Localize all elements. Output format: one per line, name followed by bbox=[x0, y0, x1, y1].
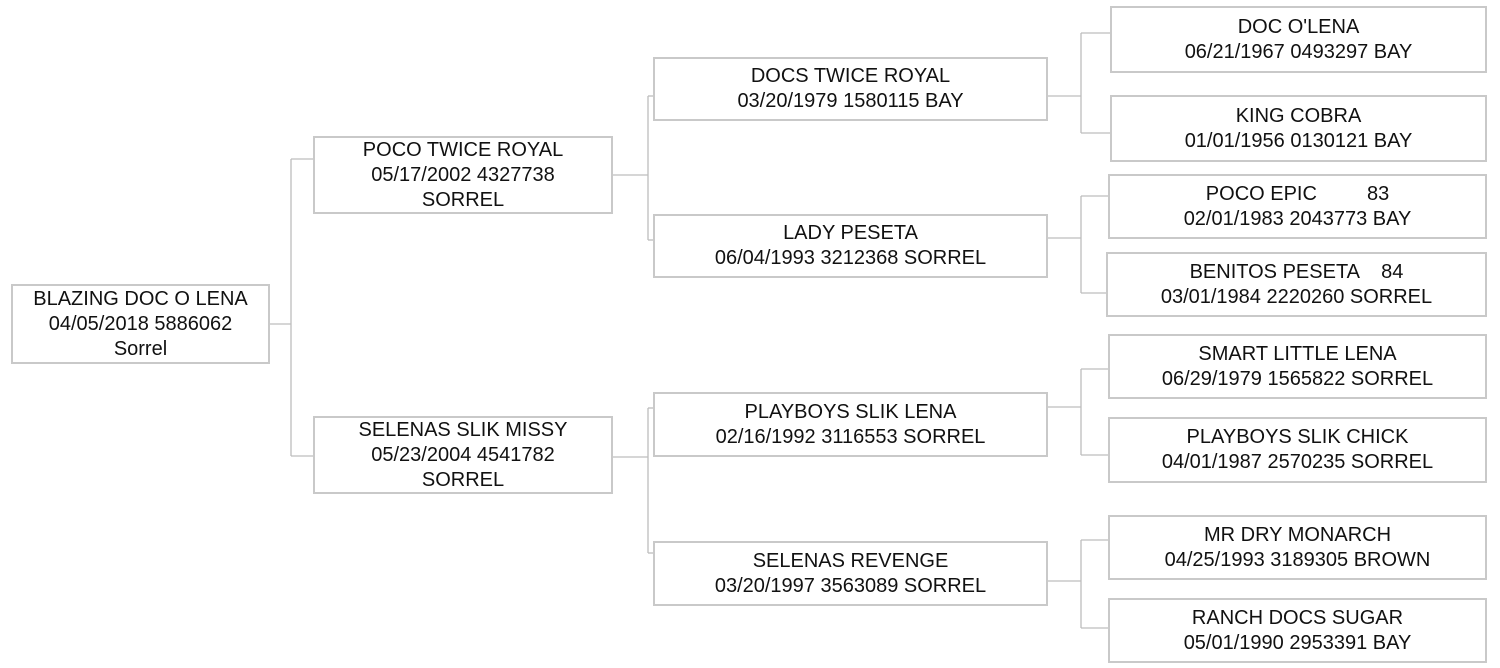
sire-dam-dam-box: BENITOS PESETA 84 03/01/1984 2220260 SOR… bbox=[1106, 252, 1487, 317]
sire-dam-sire-box: POCO EPIC 83 02/01/1983 2043773 BAY bbox=[1108, 174, 1487, 239]
horse-name: DOCS TWICE ROYAL bbox=[750, 65, 951, 87]
horse-color: Sorrel bbox=[113, 337, 168, 360]
dam-sire-sire-box: SMART LITTLE LENA 06/29/1979 1565822 SOR… bbox=[1108, 334, 1487, 399]
horse-name: PLAYBOYS SLIK LENA bbox=[744, 400, 957, 423]
dam-sire-dam-box: PLAYBOYS SLIK CHICK 04/01/1987 2570235 S… bbox=[1108, 417, 1487, 483]
horse-name: MR DRY MONARCH bbox=[1203, 523, 1392, 546]
horse-name: BENITOS PESETA 84 bbox=[1189, 260, 1404, 283]
horse-details: 04/25/1993 3189305 BROWN bbox=[1164, 548, 1431, 571]
horse-name: POCO EPIC 83 bbox=[1205, 182, 1390, 205]
sire-sire-sire-box: DOC O'LENA 06/21/1967 0493297 BAY bbox=[1110, 6, 1487, 73]
horse-birth-reg: 05/17/2002 4327738 bbox=[371, 163, 555, 186]
horse-name: PLAYBOYS SLIK CHICK bbox=[1186, 426, 1409, 448]
horse-details: 06/21/1967 0493297 BAY bbox=[1184, 40, 1413, 63]
horse-details: 04/01/1987 2570235 SORREL bbox=[1161, 451, 1434, 473]
subject-horse-box: BLAZING DOC O LENA 04/05/2018 5886062 So… bbox=[11, 284, 270, 364]
horse-details: 03/01/1984 2220260 SORREL bbox=[1160, 285, 1433, 308]
horse-details: 02/16/1992 3116553 SORREL bbox=[715, 425, 986, 448]
dam-dam-dam-box: RANCH DOCS SUGAR 05/01/1990 2953391 BAY bbox=[1108, 598, 1487, 663]
horse-color: SORREL bbox=[421, 188, 505, 211]
horse-details: 05/01/1990 2953391 BAY bbox=[1183, 631, 1412, 654]
horse-details: 06/04/1993 3212368 SORREL bbox=[714, 247, 987, 269]
sire-sire-dam-box: KING COBRA 01/01/1956 0130121 BAY bbox=[1110, 95, 1487, 162]
horse-name: SELENAS SLIK MISSY bbox=[358, 418, 568, 441]
sire-box: POCO TWICE ROYAL 05/17/2002 4327738 SORR… bbox=[313, 136, 613, 214]
horse-name: BLAZING DOC O LENA bbox=[33, 287, 248, 310]
horse-details: 02/01/1983 2043773 BAY bbox=[1183, 207, 1412, 230]
sire-sire-box: DOCS TWICE ROYAL 03/20/1979 1580115 BAY bbox=[653, 57, 1048, 121]
horse-details: 06/29/1979 1565822 SORREL bbox=[1161, 367, 1434, 390]
horse-name: POCO TWICE ROYAL bbox=[362, 138, 564, 161]
horse-name: RANCH DOCS SUGAR bbox=[1191, 606, 1404, 629]
horse-color: SORREL bbox=[421, 468, 505, 491]
horse-name: SMART LITTLE LENA bbox=[1198, 342, 1397, 365]
horse-details: 03/20/1997 3563089 SORREL bbox=[714, 574, 987, 597]
dam-dam-box: SELENAS REVENGE 03/20/1997 3563089 SORRE… bbox=[653, 541, 1048, 606]
dam-sire-box: PLAYBOYS SLIK LENA 02/16/1992 3116553 SO… bbox=[653, 392, 1048, 457]
horse-birth-reg: 04/05/2018 5886062 bbox=[48, 312, 233, 335]
sire-dam-box: LADY PESETA 06/04/1993 3212368 SORREL bbox=[653, 214, 1048, 278]
horse-name: SELENAS REVENGE bbox=[752, 549, 949, 572]
horse-name: LADY PESETA bbox=[783, 222, 918, 244]
dam-box: SELENAS SLIK MISSY 05/23/2004 4541782 SO… bbox=[313, 416, 613, 494]
horse-details: 01/01/1956 0130121 BAY bbox=[1184, 129, 1413, 152]
horse-name: DOC O'LENA bbox=[1237, 15, 1360, 38]
horse-details: 03/20/1979 1580115 BAY bbox=[737, 90, 964, 112]
horse-name: KING COBRA bbox=[1235, 104, 1362, 127]
dam-dam-sire-box: MR DRY MONARCH 04/25/1993 3189305 BROWN bbox=[1108, 515, 1487, 580]
horse-birth-reg: 05/23/2004 4541782 bbox=[371, 443, 555, 466]
